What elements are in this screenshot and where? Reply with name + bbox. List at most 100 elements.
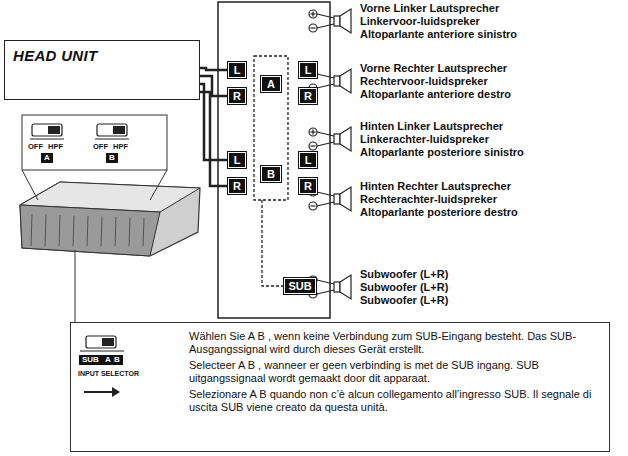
speaker-label: Linkerachter-luidspreker: [360, 133, 489, 146]
drawing-shape: [334, 194, 340, 204]
channel-tag: B: [111, 355, 123, 365]
drawing-shape: [317, 24, 334, 28]
node-text: L: [234, 154, 241, 166]
note-box: Wählen Sie A B , wenn keine Verbindung z…: [70, 322, 610, 452]
drawing-shape: [31, 214, 144, 246]
node-text: A: [267, 78, 275, 90]
speaker-label: Rechtervoor-luidspreker: [360, 75, 488, 88]
drawing-shape: [317, 280, 334, 284]
channel-box: R: [299, 88, 317, 104]
drawing-shape: [87, 216, 88, 246]
drawing-shape: [129, 218, 130, 247]
node-text: Selecteer A B , wanneer er geen verbindi…: [189, 359, 599, 385]
drawing-shape: [317, 290, 334, 294]
drawing-shape: [311, 145, 316, 146]
drawing-shape: [73, 216, 74, 247]
channel-box: B: [261, 166, 281, 182]
drawing-shape: [309, 24, 317, 32]
drawing-shape: [340, 127, 351, 151]
speaker-label: Hinten Rechter Lautsprecher: [360, 180, 511, 193]
channel-box: L: [299, 152, 317, 168]
drawing-shape: [317, 202, 334, 206]
wire: [200, 92, 228, 186]
drawing-shape: [312, 12, 313, 17]
drawing-shape: [32, 124, 62, 136]
drawing-shape: [317, 14, 334, 18]
wire: [200, 84, 228, 160]
drawing-shape: [48, 126, 60, 134]
node-text: R: [233, 90, 241, 102]
drawing-shape: [101, 217, 102, 247]
wire: [200, 68, 228, 70]
drawing-shape: [150, 170, 167, 200]
switch-label: OFF: [93, 142, 108, 151]
drawing-shape: [340, 187, 351, 211]
drawing-shape: [115, 217, 116, 246]
drawing-shape: [59, 215, 60, 246]
speaker-label: Altoparlante posteriore sinistro: [360, 146, 524, 159]
drawing-shape: [95, 139, 129, 140]
switch-label: HPF: [113, 142, 128, 151]
node-text: L: [305, 154, 312, 166]
channel-box: L: [299, 62, 317, 78]
drawing-shape: [340, 9, 351, 33]
drawing-shape: [113, 126, 125, 134]
channel-box: R: [299, 178, 317, 194]
speaker-label: Subwoofer (L+R): [360, 281, 448, 294]
drawing-shape: [262, 200, 284, 286]
channel-box: A: [261, 76, 281, 92]
drawing-shape: [254, 56, 288, 200]
drawing-shape: [311, 27, 316, 28]
drawing-shape: [80, 351, 124, 352]
drawing-shape: [340, 275, 351, 299]
switch-label: OFF: [28, 142, 43, 151]
drawing-shape: [309, 142, 317, 150]
channel-box: R: [228, 88, 246, 104]
node-text: B: [267, 168, 275, 180]
drawing-shape: [334, 282, 340, 292]
drawing-shape: [334, 16, 340, 26]
node-text: R: [304, 180, 312, 192]
drawing-shape: [309, 10, 317, 18]
channel-box: L: [228, 152, 246, 168]
drawing-shape: [334, 134, 340, 144]
drawing-shape: [311, 205, 316, 206]
drawing-shape: [102, 338, 114, 346]
channel-tag: SUB: [79, 355, 102, 365]
drawing-shape: [317, 84, 334, 88]
drawing-shape: [20, 182, 200, 256]
node-text: HEAD UNIT: [13, 47, 191, 64]
drawing-shape: [22, 170, 38, 200]
node-text: L: [234, 64, 241, 76]
switch-label: INPUT SELECTOR: [78, 370, 139, 378]
drawing-shape: [317, 142, 334, 146]
node-text: R: [304, 90, 312, 102]
speaker-label: Linkervoor-luidspreker: [360, 15, 480, 28]
drawing-shape: [30, 139, 64, 140]
node-text: Wählen Sie A B , wenn keine Verbindung z…: [189, 330, 599, 356]
drawing-shape: [97, 124, 127, 136]
channel-tag: B: [106, 153, 118, 163]
switch-label: HPF: [48, 142, 63, 151]
drawing-shape: [334, 76, 340, 86]
channel-box: R: [228, 178, 246, 194]
drawing-shape: [86, 336, 116, 348]
node-text: L: [305, 64, 312, 76]
drawing-shape: [317, 74, 334, 78]
drawing-shape: [20, 205, 160, 256]
drawing-shape: [312, 130, 313, 135]
drawing-shape: [309, 128, 317, 136]
drawing-shape: [22, 115, 167, 170]
drawing-shape: [75, 250, 76, 322]
node-text: SUB: [288, 280, 311, 292]
speaker-label: Vorne Linker Lautsprecher: [360, 2, 499, 15]
speaker-label: Altoparlante anteriore destro: [360, 88, 511, 101]
speaker-label: Altoparlante anteriore sinistro: [360, 28, 517, 41]
drawing-shape: [31, 214, 32, 246]
node-text: R: [233, 180, 241, 192]
node-text: Selezionare A B quando non c’è alcun col…: [189, 388, 599, 414]
speaker-label: Altoparlante posteriore destro: [360, 206, 518, 219]
speaker-label: Vorne Rechter Lautsprecher: [360, 62, 507, 75]
drawing-shape: [218, 2, 330, 318]
drawing-shape: [143, 218, 144, 246]
